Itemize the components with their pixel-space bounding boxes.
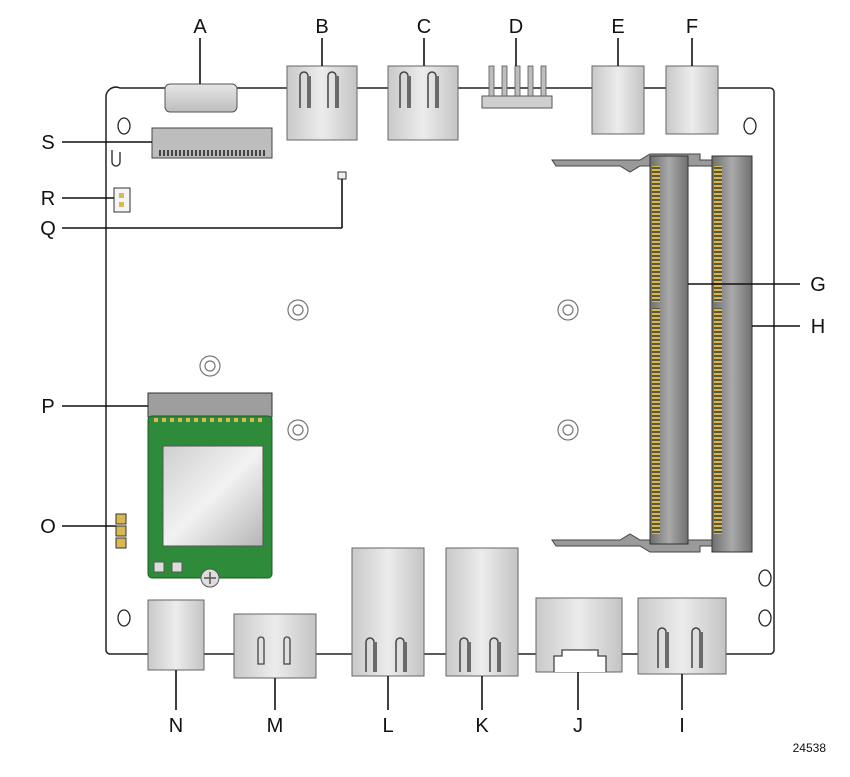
label-b: B bbox=[315, 16, 328, 38]
label-p: P bbox=[41, 396, 54, 418]
label-m: M bbox=[267, 715, 284, 737]
jack-f bbox=[665, 65, 719, 135]
board-outline bbox=[105, 86, 775, 655]
mounting-hole bbox=[117, 609, 131, 627]
leader-lines bbox=[62, 38, 800, 710]
label-g: G bbox=[810, 274, 826, 296]
sodimm-sockets bbox=[551, 153, 753, 553]
component-q bbox=[337, 171, 347, 180]
standoff bbox=[287, 419, 309, 441]
pin-header-d bbox=[481, 65, 553, 109]
jack-n bbox=[147, 599, 205, 671]
module-shield bbox=[162, 445, 264, 547]
jack-e bbox=[591, 65, 645, 135]
label-f: F bbox=[686, 16, 698, 38]
label-d: D bbox=[509, 16, 523, 38]
label-i: I bbox=[679, 715, 685, 737]
label-c: C bbox=[417, 16, 431, 38]
label-h: H bbox=[811, 316, 825, 338]
figure-number: 24538 bbox=[793, 741, 827, 755]
board-slot bbox=[111, 150, 121, 167]
mounting-hole bbox=[758, 569, 772, 587]
label-a: A bbox=[193, 16, 207, 38]
connector-a bbox=[164, 83, 238, 113]
usb-port-l bbox=[351, 547, 425, 677]
label-j: J bbox=[573, 715, 583, 737]
mounting-hole bbox=[743, 117, 757, 135]
usb-port-b bbox=[286, 65, 358, 141]
mounting-hole bbox=[758, 609, 772, 627]
pin-header-o bbox=[115, 513, 127, 549]
connector-j bbox=[535, 597, 623, 673]
mounting-hole bbox=[117, 117, 131, 135]
standoff bbox=[287, 299, 309, 321]
connector-m bbox=[233, 613, 317, 679]
usb-port-c bbox=[387, 65, 459, 141]
mounting-holes bbox=[117, 117, 772, 627]
standoffs bbox=[199, 299, 579, 441]
standoff bbox=[557, 299, 579, 321]
label-o: O bbox=[40, 516, 56, 538]
label-e: E bbox=[611, 16, 624, 38]
label-k: K bbox=[475, 715, 489, 737]
label-l: L bbox=[382, 715, 393, 737]
usb-port-i bbox=[637, 597, 727, 675]
standoff bbox=[199, 355, 221, 377]
label-r: R bbox=[41, 188, 55, 210]
callout-labels: A B C D E F S R Q G H P O N M L K J I bbox=[40, 16, 826, 737]
standoff bbox=[557, 419, 579, 441]
m2-slot-s bbox=[151, 127, 273, 159]
wireless-module-p bbox=[147, 392, 273, 588]
usb-port-k bbox=[445, 547, 519, 677]
connector-r bbox=[113, 187, 131, 213]
label-q: Q bbox=[40, 218, 56, 240]
label-n: N bbox=[169, 715, 183, 737]
module-screw bbox=[200, 568, 220, 588]
label-s: S bbox=[41, 132, 54, 154]
